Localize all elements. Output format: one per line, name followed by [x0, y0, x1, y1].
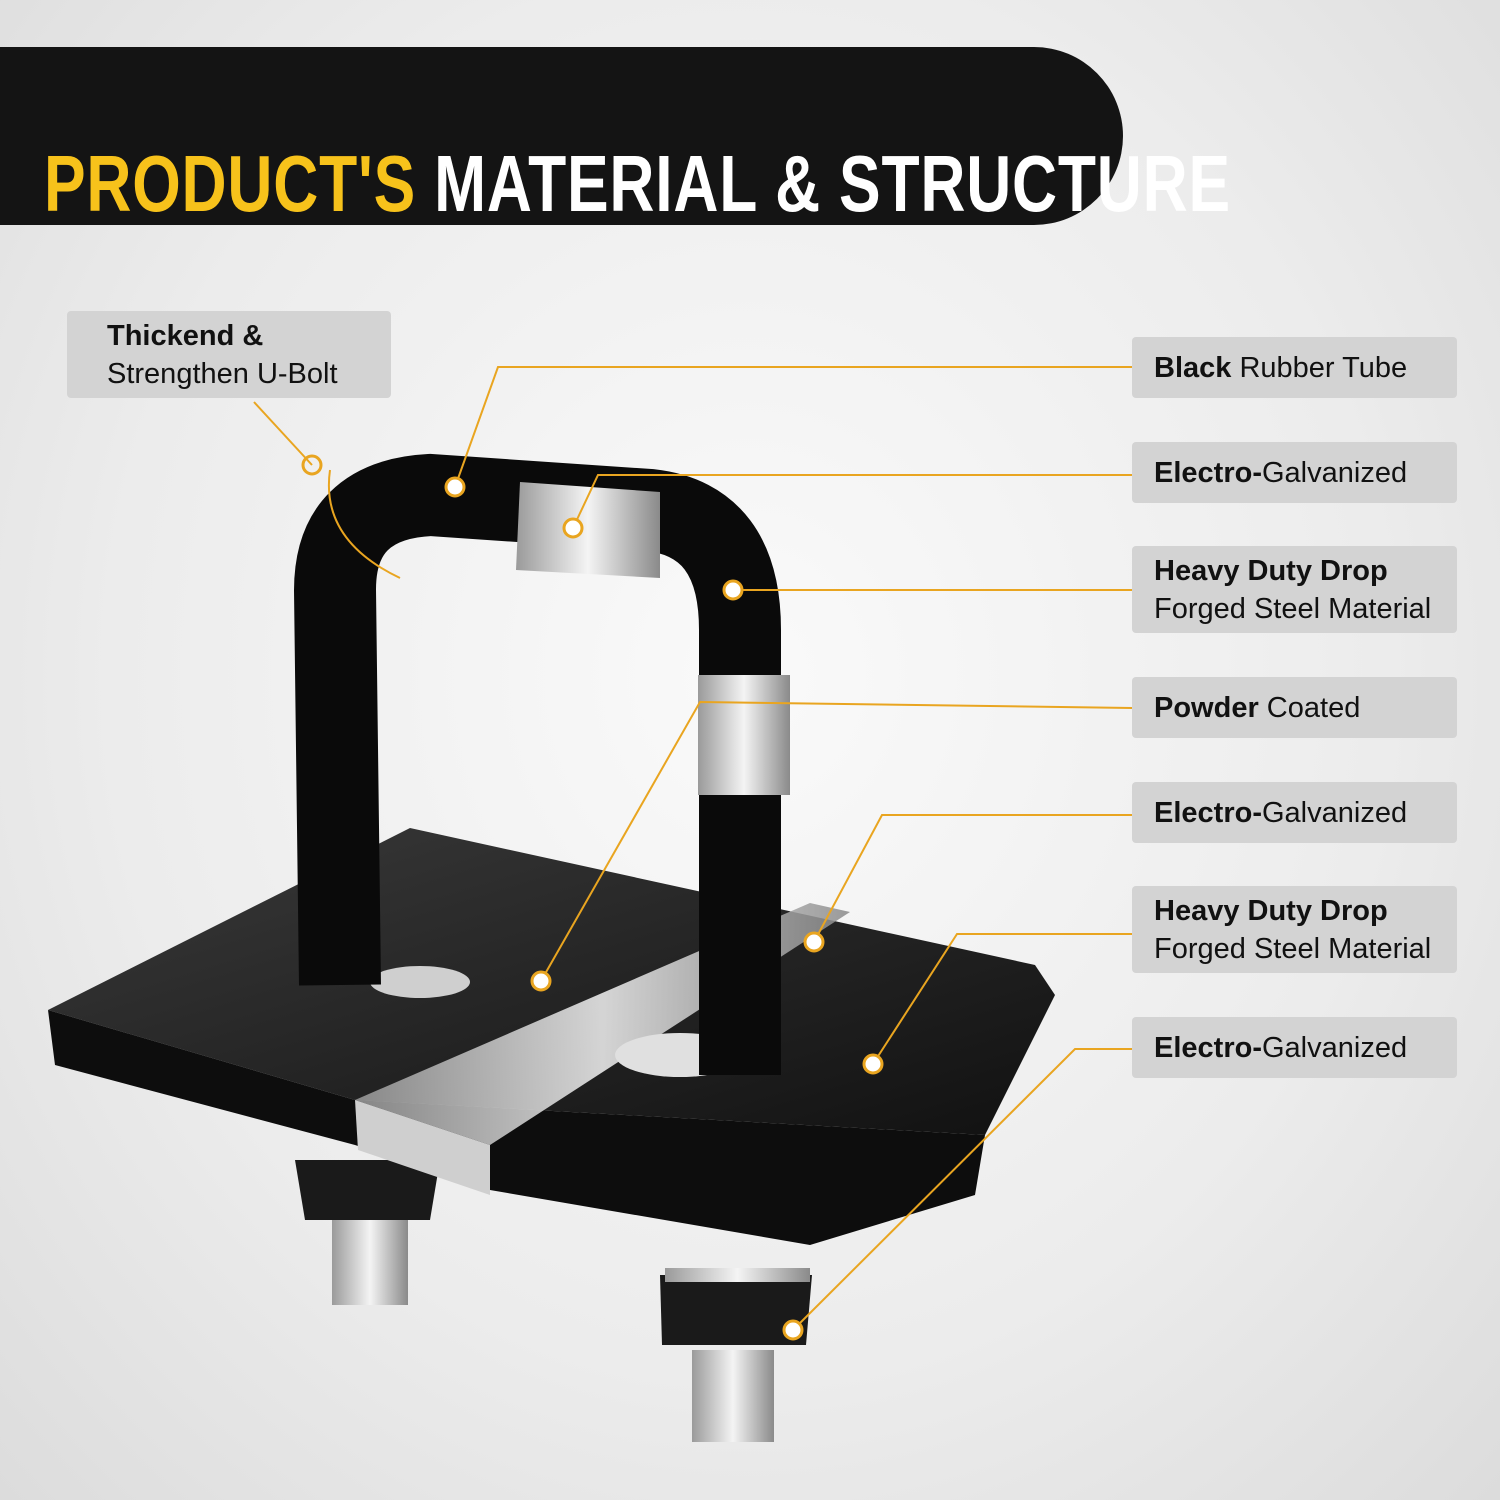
label-rest: Coated	[1258, 691, 1361, 724]
nut-right	[660, 1275, 812, 1345]
bolt-thread-right	[692, 1350, 774, 1442]
label-line-bold: Thickend &	[107, 319, 264, 352]
label-rest: Forged Steel Material	[1154, 592, 1432, 625]
bolt-thread-left	[332, 1215, 408, 1305]
label-black-rubber-tube: Black Rubber Tube	[1132, 337, 1457, 398]
washer	[665, 1268, 810, 1282]
label-bold: Black	[1154, 351, 1232, 384]
label-bold: Electro-	[1154, 796, 1262, 829]
label-rest: Galvanized	[1261, 1031, 1408, 1064]
label-bold: Powder	[1154, 691, 1259, 724]
sleeve-side	[698, 675, 790, 795]
plate-stripe-edge	[355, 1100, 490, 1195]
label-electro-galvanized-2: Electro-Galvanized	[1132, 782, 1457, 843]
leader-lines	[253, 366, 1133, 1331]
label-rest: Galvanized	[1261, 456, 1408, 489]
callout-dots	[301, 454, 884, 1341]
title-highlight: PRODUCT'S	[44, 139, 417, 228]
page-title: PRODUCT'S MATERIAL & STRUCTURE	[44, 139, 1231, 229]
label-bold: Electro-	[1154, 456, 1262, 489]
label-rest: Galvanized	[1261, 796, 1408, 829]
sleeve-top	[516, 482, 660, 578]
label-u-bolt: Thickend & Strengthen U-Bolt	[67, 311, 391, 398]
label-line: Strengthen U-Bolt	[107, 357, 338, 390]
label-rest: Forged Steel Material	[1154, 932, 1432, 965]
label-electro-galvanized-1: Electro-Galvanized	[1132, 442, 1457, 503]
title-rest: MATERIAL & STRUCTURE	[434, 139, 1231, 228]
label-electro-galvanized-3: Electro-Galvanized	[1132, 1017, 1457, 1078]
label-bold: Heavy Duty Drop	[1154, 894, 1388, 927]
nut-left	[295, 1160, 440, 1220]
title-banner: PRODUCT'S MATERIAL & STRUCTURE	[0, 47, 1230, 228]
label-bold: Heavy Duty Drop	[1154, 554, 1388, 587]
bolt-hole	[370, 966, 470, 998]
label-bold: Electro-	[1154, 1031, 1262, 1064]
label-powder-coated: Powder Coated	[1132, 677, 1457, 738]
label-rest: Rubber Tube	[1231, 351, 1408, 384]
